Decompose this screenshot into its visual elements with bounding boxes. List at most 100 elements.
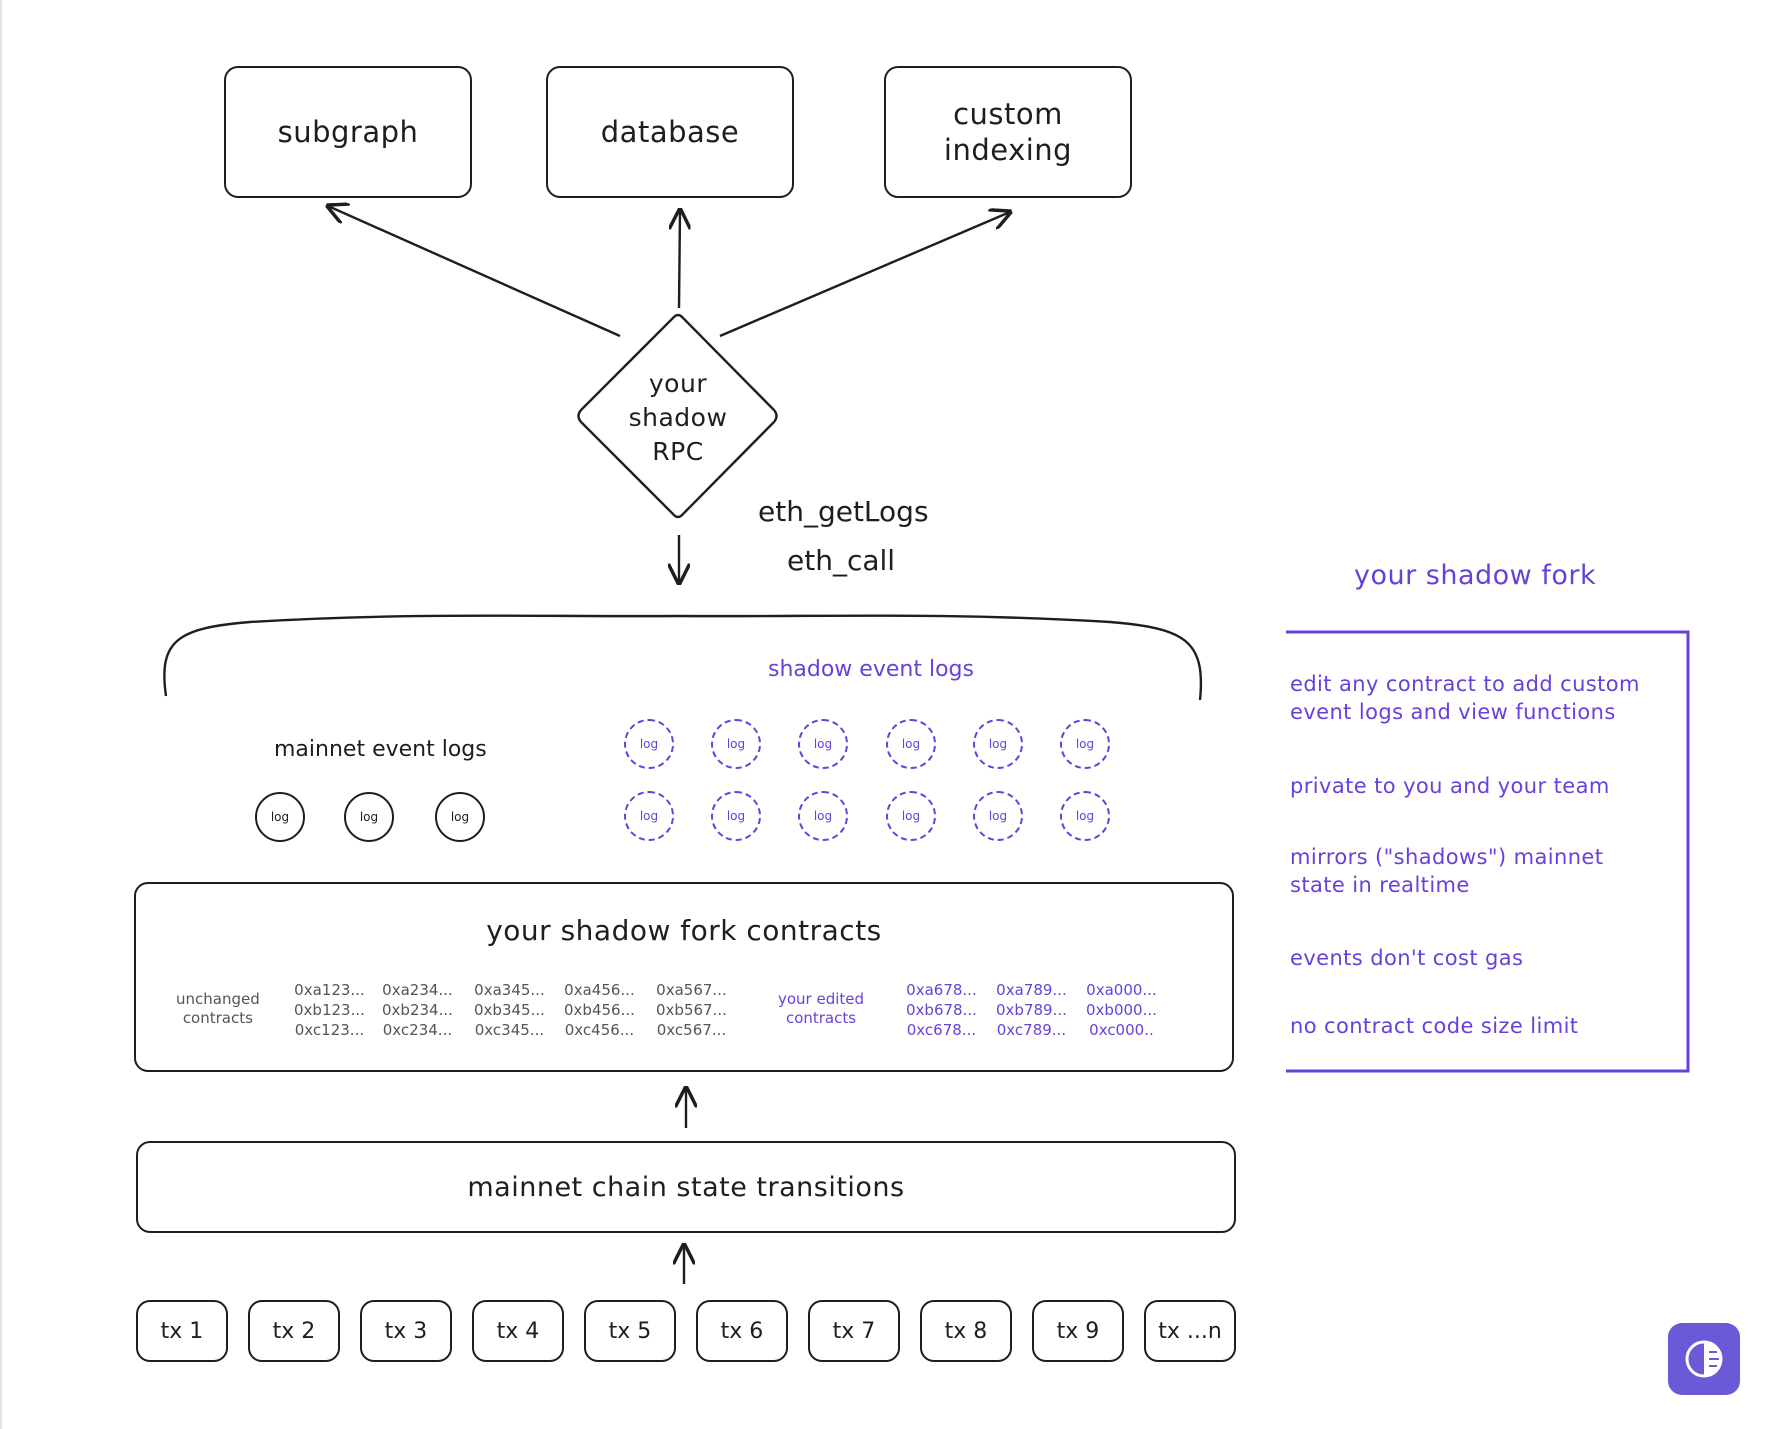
tx-label: tx 4	[496, 1318, 540, 1344]
address: 0xa678...	[906, 981, 977, 999]
shadow-log: log	[624, 719, 674, 769]
shadow-log: log	[973, 791, 1023, 841]
method-call: eth_call	[787, 544, 896, 577]
rpc-diamond	[577, 313, 778, 519]
tx-label: tx 1	[160, 1318, 204, 1344]
chain-state-label: mainnet chain state transitions	[467, 1171, 905, 1203]
shadow-log: log	[798, 791, 848, 841]
sidebar-feature-edit-line1: edit any contract to add custom	[1290, 672, 1640, 696]
chain-state-box: mainnet chain state transitions	[136, 1141, 1236, 1233]
address: 0xa234...	[382, 981, 453, 999]
tx-box: tx 6	[696, 1300, 788, 1362]
mainnet-log: log	[344, 792, 394, 842]
address: 0xa456...	[564, 981, 635, 999]
address: 0xa000...	[1086, 981, 1157, 999]
logs-brace	[163, 614, 1203, 701]
address: 0xa345...	[474, 981, 545, 999]
sidebar-feature-mirrors-line2: state in realtime	[1290, 873, 1470, 897]
tx-label: tx 5	[608, 1318, 652, 1344]
address: 0xa123...	[294, 981, 365, 999]
address: 0xb456...	[564, 1001, 635, 1019]
sidebar-feature-gas: events don't cost gas	[1290, 946, 1524, 970]
address: 0xc789...	[996, 1021, 1067, 1039]
arrow-to-subgraph	[328, 206, 621, 338]
shadow-log: log	[711, 719, 761, 769]
tx-label: tx 7	[832, 1318, 876, 1344]
arrow-to-database	[679, 210, 680, 309]
address: 0xc456...	[564, 1021, 635, 1039]
rpc-label-line3: RPC	[652, 437, 704, 466]
unchanged-address-column: 0xa345... 0xb345... 0xc345...	[474, 980, 545, 1040]
shadow-log: log	[798, 719, 848, 769]
sidebar-feature-mirrors-line1: mirrors ("shadows") mainnet	[1290, 845, 1604, 869]
custom-indexing-label-line1: custom	[953, 97, 1063, 131]
address: 0xb000...	[1086, 1001, 1157, 1019]
rpc-label-line2: shadow	[628, 403, 728, 432]
address: 0xa567...	[656, 981, 727, 999]
half-circle-icon	[1685, 1340, 1723, 1378]
sidebar-title: your shadow fork	[1354, 560, 1597, 591]
unchanged-address-column: 0xa567... 0xb567... 0xc567...	[656, 980, 727, 1040]
theme-toggle-button[interactable]	[1668, 1323, 1740, 1395]
unchanged-address-column: 0xa234... 0xb234... 0xc234...	[382, 980, 453, 1040]
shadow-log: log	[886, 791, 936, 841]
shadow-log: log	[1060, 719, 1110, 769]
address: 0xc345...	[474, 1021, 545, 1039]
edited-contracts-label: your edited contracts	[778, 990, 864, 1028]
sidebar-feature-edit: edit any contract to add custom event lo…	[1290, 670, 1640, 726]
sidebar-feature-private: private to you and your team	[1290, 774, 1610, 798]
address: 0xb123...	[294, 1001, 365, 1019]
sidebar-feature-mirrors: mirrors ("shadows") mainnet state in rea…	[1290, 843, 1603, 899]
mainnet-log: log	[435, 792, 485, 842]
edited-contracts-line2: contracts	[785, 1009, 857, 1027]
tx-label: tx 8	[944, 1318, 988, 1344]
shadow-event-logs-title: shadow event logs	[768, 657, 974, 682]
mainnet-log: log	[255, 792, 305, 842]
address: 0xc000..	[1089, 1021, 1154, 1039]
shadow-log: log	[886, 719, 936, 769]
unchanged-address-column: 0xa456... 0xb456... 0xc456...	[564, 980, 635, 1040]
address: 0xb678...	[906, 1001, 977, 1019]
subgraph-box: subgraph	[224, 66, 472, 198]
sidebar-bracket	[1286, 630, 1690, 1073]
shadow-log: log	[711, 791, 761, 841]
rpc-label: your shadow RPC	[618, 367, 738, 469]
edited-address-column: 0xa678... 0xb678... 0xc678...	[906, 980, 977, 1040]
unchanged-address-column: 0xa123... 0xb123... 0xc123...	[294, 980, 365, 1040]
tx-label: tx ...n	[1158, 1318, 1222, 1344]
edited-contracts-line1: your edited	[778, 990, 865, 1008]
tx-box: tx 1	[136, 1300, 228, 1362]
database-box: database	[546, 66, 794, 198]
address: 0xc234...	[382, 1021, 453, 1039]
tx-box: tx ...n	[1144, 1300, 1236, 1362]
address: 0xb567...	[656, 1001, 727, 1019]
edited-address-column: 0xa789... 0xb789... 0xc789...	[996, 980, 1067, 1040]
shadow-log: log	[624, 791, 674, 841]
tx-label: tx 2	[272, 1318, 316, 1344]
address: 0xb234...	[382, 1001, 453, 1019]
address: 0xb789...	[996, 1001, 1067, 1019]
address: 0xc123...	[294, 1021, 365, 1039]
arrow-to-custom-indexing	[719, 212, 1010, 338]
shadow-log: log	[973, 719, 1023, 769]
canvas-edge	[0, 0, 2, 1429]
tx-label: tx 9	[1056, 1318, 1100, 1344]
address: 0xc567...	[656, 1021, 727, 1039]
address: 0xc678...	[906, 1021, 977, 1039]
edited-address-column: 0xa000... 0xb000... 0xc000..	[1086, 980, 1157, 1040]
tx-box: tx 9	[1032, 1300, 1124, 1362]
mainnet-event-logs-title: mainnet event logs	[274, 737, 487, 762]
shadow-log: log	[1060, 791, 1110, 841]
tx-box: tx 8	[920, 1300, 1012, 1362]
tx-label: tx 3	[384, 1318, 428, 1344]
contracts-title: your shadow fork contracts	[486, 914, 882, 947]
custom-indexing-label-line2: indexing	[943, 133, 1073, 167]
subgraph-label: subgraph	[277, 115, 419, 149]
address: 0xb345...	[474, 1001, 545, 1019]
tx-box: tx 5	[584, 1300, 676, 1362]
tx-box: tx 7	[808, 1300, 900, 1362]
unchanged-contracts-line2: contracts	[182, 1009, 253, 1027]
custom-indexing-box: custom indexing	[884, 66, 1132, 198]
method-get-logs: eth_getLogs	[758, 495, 929, 528]
